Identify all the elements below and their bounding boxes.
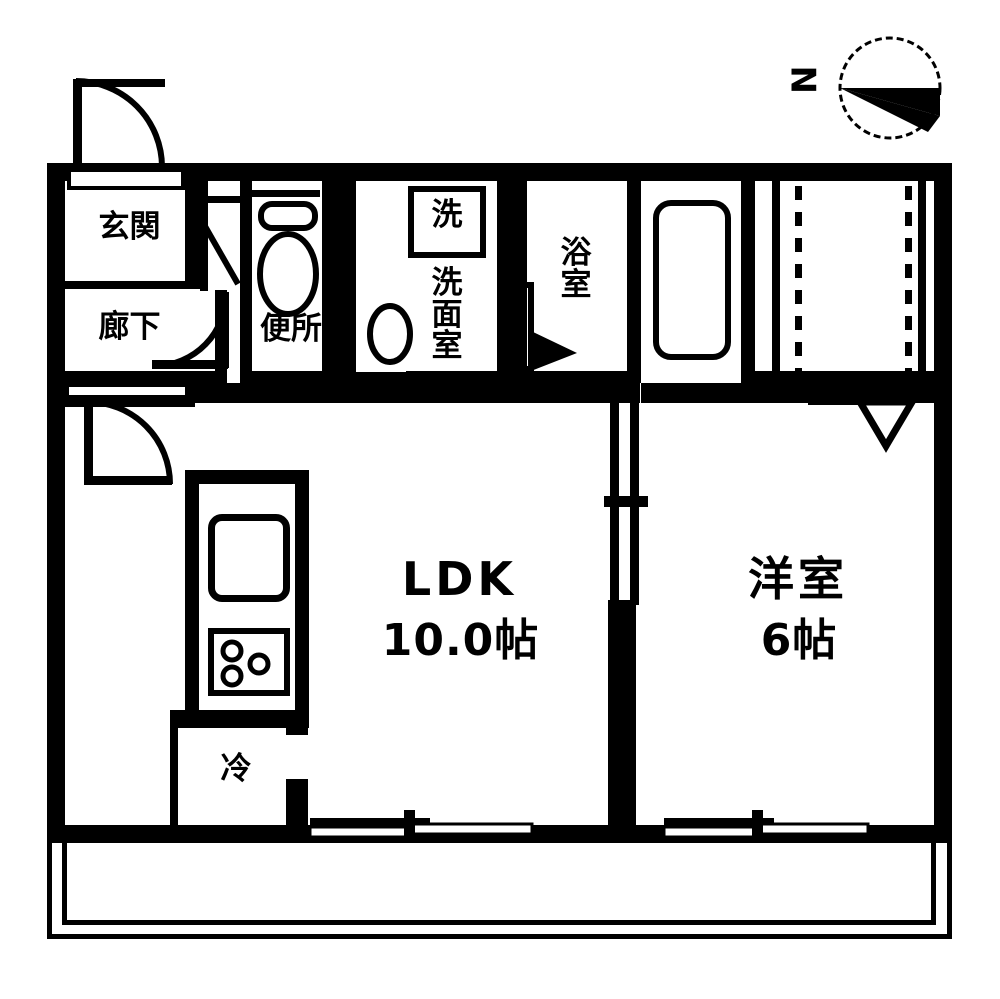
wall-exterior-right [934,163,952,843]
wall-kitchen-bottom [170,710,309,728]
washing-machine-space [408,186,486,258]
hallway-door[interactable] [150,290,232,376]
wall-ldk-bedroom [608,600,636,838]
ldk-entry-door[interactable] [60,398,200,488]
balcony-inner [62,843,936,925]
room-label-senmenshitsu: 洗面室 [431,265,463,365]
room-size-yoshitsu: 6帖 [760,615,838,666]
entrance-door[interactable] [60,75,190,175]
wash-basin [367,303,413,365]
kitchen-sink [208,514,290,602]
wall-senmen-left [340,181,356,383]
wall-bathtub-right [741,181,755,383]
room-size-ldk: 10.0帖 [381,615,540,666]
room-label-benjo: 便所 [260,311,322,347]
wall-genkan-step [200,181,208,291]
wall-kitchen-left [185,470,199,720]
kitchen-opening [286,735,308,779]
wall-yokushitsu-bottom [513,371,641,383]
bathroom-door[interactable] [505,282,585,375]
genkan-inner-door[interactable] [186,196,242,291]
wall-kitchen-right [295,480,309,720]
wall-benjo-bottom [240,371,340,383]
wall-rouka-bottom [65,371,225,383]
wall-kitchen-top [185,470,309,484]
wall-benjo-left [240,181,252,383]
wall-interior-horizontal-right [641,383,934,403]
room-label-rouka: 廊下 [98,309,161,345]
wall-yokushitsu-right [627,181,641,383]
wall-hall-ldk [65,395,195,407]
closet-divider-right [918,181,926,383]
closet-rod-left [795,186,802,380]
ldk-bedroom-partition[interactable] [604,400,648,610]
wall-benjo-right [322,181,340,383]
washer-label: 洗 [431,197,463,233]
closet-rod-right [905,186,912,380]
wall-genkan-bottom [65,281,200,289]
toilet-door[interactable] [252,190,320,197]
compass-letter-n: N [782,65,823,94]
ldk-balcony-window[interactable] [308,810,534,856]
wall-senmen-bottom [340,371,515,383]
room-label-yokushitsu: 浴室 [560,235,592,303]
washroom-shelf-upper [356,191,388,219]
entrance-threshold [67,168,185,190]
north-arrow: N [780,28,970,148]
bathtub [653,200,731,360]
room-label-yoshitsu: 洋室 [748,552,848,606]
closet-door-swing [853,398,919,453]
room-label-genkan: 玄関 [98,209,161,245]
toilet-fixture [257,201,319,317]
wall-interior-horizontal-left [185,383,640,403]
wall-exterior-left [47,163,65,843]
room-label-ldk: LDK [401,552,518,606]
fridge-label: 冷 [220,751,252,787]
washroom-shelf-lower [356,235,394,273]
closet-divider-left [772,181,780,383]
bedroom-balcony-window[interactable] [662,810,872,856]
refrigerator-space [178,728,296,825]
closet [755,181,934,383]
wall-exterior-top [47,163,952,181]
wall-closet-bottom [755,371,934,383]
stove-burner-circles [220,639,271,688]
